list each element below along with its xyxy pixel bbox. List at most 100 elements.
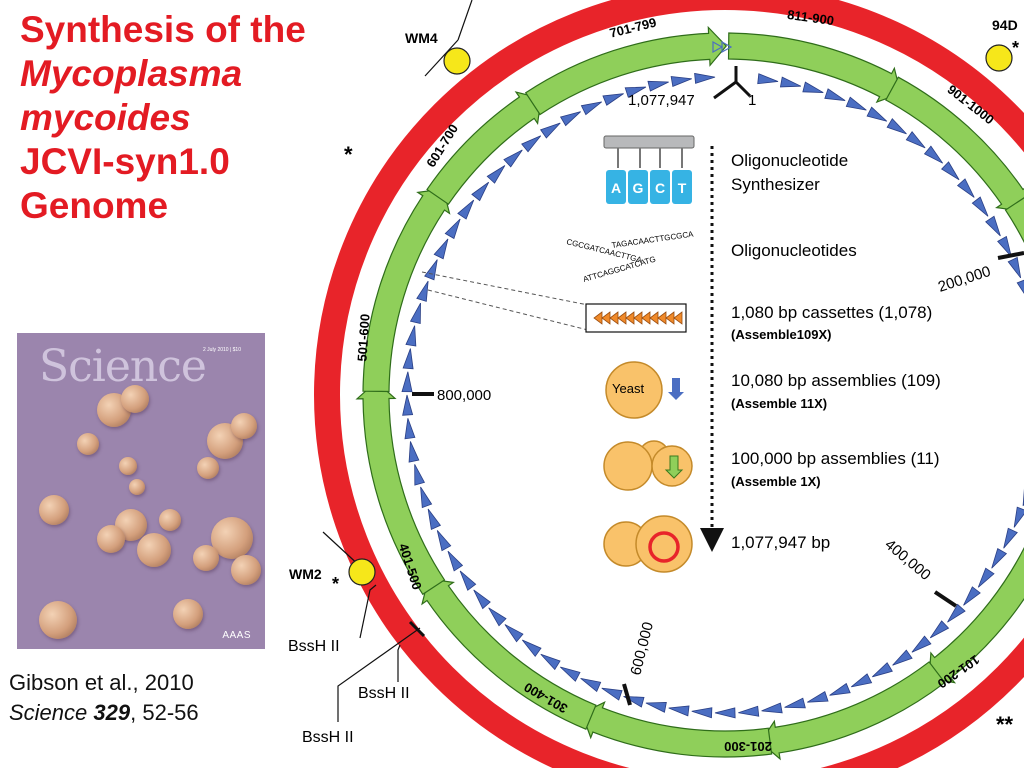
- cassette-arrow: [941, 161, 960, 181]
- restriction-leader: [337, 627, 421, 722]
- workflow-step-label: 1,080 bp cassettes (1,078): [731, 303, 932, 322]
- workflow-step-label: 100,000 bp assemblies (11): [731, 449, 940, 468]
- marker-dot: [348, 558, 376, 586]
- yeast-label: Yeast: [612, 381, 644, 396]
- cell-sphere: [231, 413, 257, 439]
- cassette-arrow: [503, 149, 523, 168]
- asterisk-mark: *: [1012, 38, 1019, 58]
- junction-open-arrow-icon: [712, 40, 733, 54]
- marker-leader-line: [457, 0, 473, 41]
- cassette-arrow-row: [593, 311, 683, 325]
- cassette-arrow: [851, 673, 873, 688]
- restriction-site-label: BssH II: [358, 685, 410, 702]
- cassette-arrow: [911, 635, 932, 653]
- workflow-step-label: Oligonucleotide: [731, 151, 848, 170]
- marker-leader-line: [424, 39, 459, 77]
- segment-ring: [355, 25, 1024, 761]
- cassette-arrow: [471, 181, 490, 202]
- cassette-arrow: [694, 72, 716, 84]
- cover-issue-line: 2 July 2010 | $10: [203, 347, 241, 353]
- cassette-arrow: [402, 394, 414, 416]
- cassette-arrow: [670, 76, 692, 87]
- cassette-arrow: [504, 624, 524, 643]
- cassette-arrow: [645, 702, 667, 713]
- cassette-arrow: [602, 93, 624, 106]
- restriction-leader: [397, 644, 401, 682]
- cassette-arrow: [473, 589, 491, 610]
- cassette-arrow: [668, 705, 690, 717]
- cassette-arrow: [427, 508, 442, 531]
- cassette-arrow: [488, 607, 507, 627]
- title-line-3: mycoides: [20, 97, 191, 138]
- science-cover-image: Science 2 July 2010 | $10 AAAS: [17, 333, 265, 649]
- cassette-arrow: [580, 677, 602, 693]
- cassette-arrow: [779, 76, 802, 88]
- workflow-step-label: 10,080 bp assemblies (109): [731, 371, 941, 390]
- segment-arrow: [524, 25, 728, 116]
- cassette-arrow: [486, 165, 506, 184]
- citation-pages: , 52-56: [130, 700, 199, 725]
- cell-sphere: [121, 385, 149, 413]
- cassette-arrow: [402, 348, 414, 370]
- cassette-arrow: [559, 111, 581, 127]
- cassette-arrow: [521, 135, 542, 153]
- cassette-arrow: [559, 666, 581, 682]
- restriction-cut: [408, 620, 426, 638]
- marker-label: 94D: [992, 17, 1018, 33]
- cassette-arrow: [872, 662, 893, 678]
- cell-sphere: [119, 457, 137, 475]
- yeast-cell-icon: [603, 440, 693, 491]
- citation-authors: Gibson et al., 2010: [9, 670, 194, 695]
- cassette-arrow: [866, 106, 888, 122]
- cassette-arrow: [1003, 527, 1018, 549]
- cell-sphere: [197, 457, 219, 479]
- cassette-arrow: [444, 218, 461, 240]
- yeast-cell-icon: Yeast: [605, 361, 684, 419]
- oligo-synthesizer-icon: A G C T: [603, 135, 695, 204]
- cassette-arrow: [886, 118, 907, 135]
- cassette-arrow: [420, 486, 433, 509]
- cell-sphere: [129, 479, 145, 495]
- cell-sphere: [159, 509, 181, 531]
- cassette-arrow: [436, 530, 452, 552]
- cassette-arrow: [647, 80, 669, 92]
- cassette-arrow: [414, 464, 426, 486]
- outer-red-ring: [314, 0, 1024, 768]
- oligo-base-label: T: [678, 180, 687, 196]
- position-label: 400,000: [881, 536, 933, 584]
- cell-sphere: [173, 599, 203, 629]
- cassette-arrow: [923, 145, 944, 164]
- citation-volume: 329: [93, 700, 131, 725]
- citation: Gibson et al., 2010 Science 329, 52-56: [9, 668, 199, 728]
- cassette-arrow: [601, 687, 623, 701]
- position-tick: [622, 683, 632, 706]
- workflow-step-label: 1,077,947 bp: [731, 533, 830, 552]
- title-line-2: Mycoplasma: [20, 53, 243, 94]
- marker-dot: [985, 44, 1013, 72]
- cassette-arrow: [947, 603, 966, 623]
- oligo-base-label: C: [655, 180, 665, 196]
- cell-sphere: [231, 555, 261, 585]
- oligo-base-label: A: [611, 180, 621, 196]
- origin-tick-icon: [713, 66, 752, 100]
- cassette-arrow: [416, 280, 429, 302]
- cassette-arrow: [714, 707, 736, 719]
- cassette-arrow: [963, 586, 981, 606]
- workflow-step-label: Oligonucleotides: [731, 241, 857, 260]
- position-label: 1: [748, 92, 756, 109]
- cassette-arrow: [977, 567, 995, 588]
- zoom-dashed-line: [427, 289, 589, 331]
- cassette-arrow: [691, 707, 713, 719]
- cassette-arrow: [761, 702, 783, 714]
- segment-label: 811-900: [786, 7, 835, 28]
- asterisk-mark: *: [344, 142, 353, 167]
- position-label: 1,077,947: [628, 92, 695, 109]
- cassette-arrow: [447, 550, 464, 572]
- yeast-cell-icon: [603, 515, 693, 573]
- cassette-arrow: [540, 122, 561, 139]
- cell-sphere: [97, 525, 125, 553]
- marker-label: WM4: [405, 30, 438, 46]
- cassette-arrow: [985, 215, 1001, 237]
- cassette-arrow: [673, 311, 683, 325]
